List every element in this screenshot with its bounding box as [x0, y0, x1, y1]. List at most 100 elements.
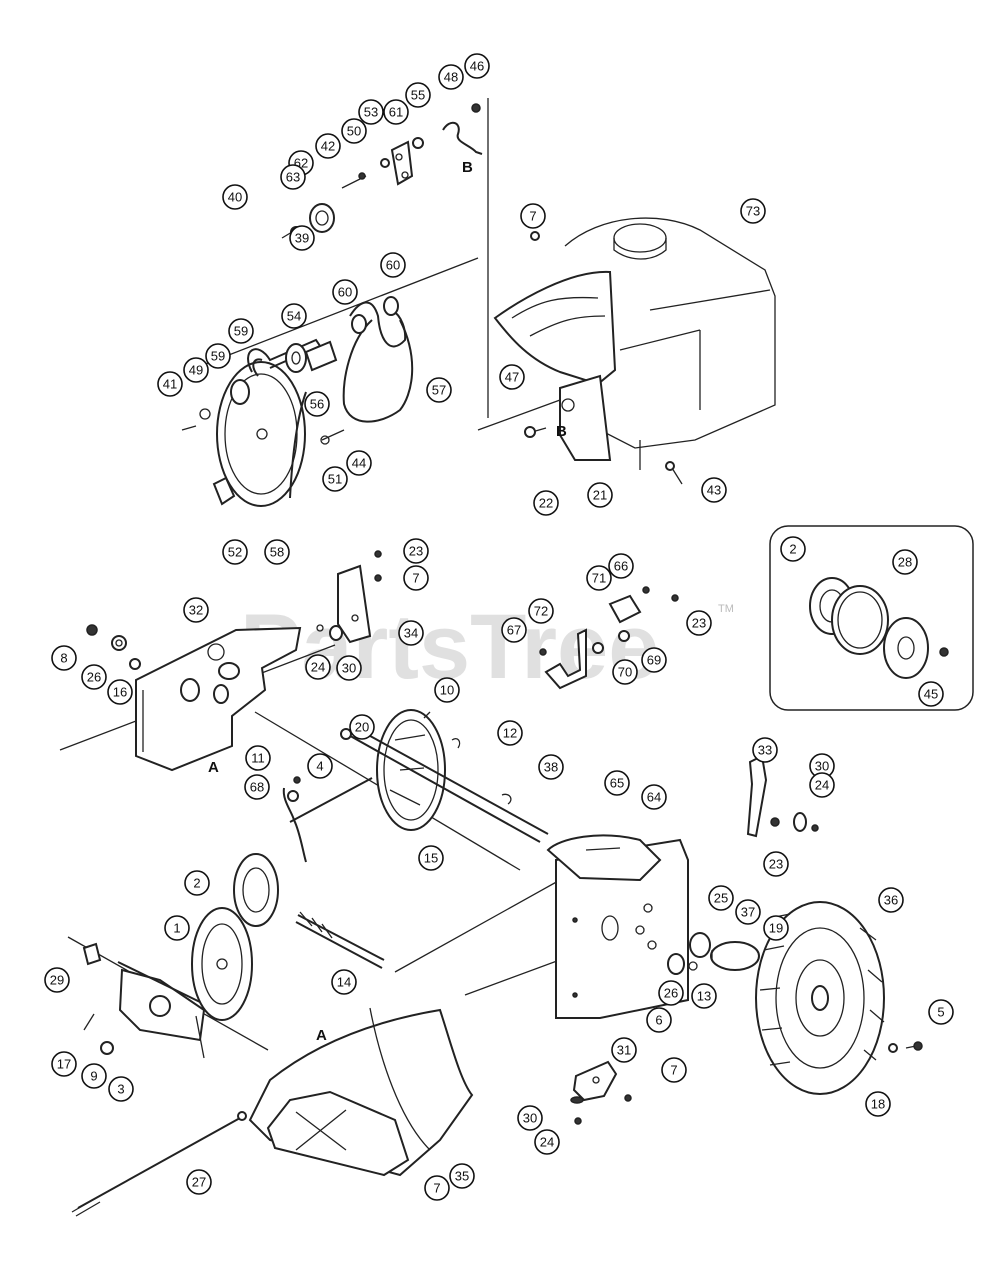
- callout-circle: [51, 645, 77, 671]
- callout-circle: [497, 720, 523, 746]
- belt-pulley-assembly: [181, 296, 414, 507]
- callout-44: 44: [346, 450, 372, 476]
- callout-circle: [611, 1037, 637, 1063]
- callout-circle: [658, 980, 684, 1006]
- callout-53: 53: [358, 99, 384, 125]
- callout-number: 20: [355, 720, 369, 735]
- callout-circle: [108, 1076, 134, 1102]
- callout-circle: [341, 118, 367, 144]
- callout-circle: [608, 553, 634, 579]
- callout-25: 25: [708, 885, 734, 911]
- callout-circle: [349, 714, 375, 740]
- callout-71: 71: [586, 565, 612, 591]
- callout-number: 59: [211, 349, 225, 364]
- section-letter-a-shroud: A: [316, 1027, 327, 1044]
- callout-number: 34: [404, 626, 418, 641]
- callout-60: 60: [380, 252, 406, 278]
- callout-circle: [612, 659, 638, 685]
- callout-circle: [280, 164, 306, 190]
- callout-number: 44: [352, 456, 366, 471]
- callout-circle: [641, 647, 667, 673]
- callout-56: 56: [304, 391, 330, 417]
- callout-number: 26: [664, 986, 678, 1001]
- callout-number: 25: [714, 891, 728, 906]
- callout-circle: [918, 681, 944, 707]
- callout-67: 67: [501, 617, 527, 643]
- callout-number: 65: [610, 776, 624, 791]
- inset-callout-2: 2: [780, 536, 806, 562]
- callout-number: 35: [455, 1169, 469, 1184]
- callout-65: 65: [604, 770, 630, 796]
- callout-circle: [426, 377, 452, 403]
- callout-29: 29: [44, 967, 70, 993]
- callout-circle: [264, 539, 290, 565]
- callout-number: 32: [189, 603, 203, 618]
- callout-number: 56: [310, 397, 324, 412]
- callout-64: 64: [641, 784, 667, 810]
- callout-circle: [735, 899, 761, 925]
- callout-7: 7: [403, 565, 429, 591]
- callout-circle: [183, 597, 209, 623]
- callout-circle: [534, 1129, 560, 1155]
- callout-1: 1: [164, 915, 190, 941]
- callout-circle: [81, 1063, 107, 1089]
- callout-11: 11: [245, 745, 271, 771]
- callout-number: 29: [50, 973, 64, 988]
- callout-number: 51: [328, 472, 342, 487]
- callout-number: 7: [412, 571, 419, 586]
- callout-number: 68: [250, 780, 264, 795]
- callout-number: 37: [741, 905, 755, 920]
- callout-circle: [780, 536, 806, 562]
- callout-number: 70: [618, 665, 632, 680]
- callout-circle: [186, 1169, 212, 1195]
- callout-number: 13: [697, 989, 711, 1004]
- callout-circle: [763, 915, 789, 941]
- callout-33: 33: [752, 737, 778, 763]
- callout-number: 30: [523, 1111, 537, 1126]
- callout-5: 5: [928, 999, 954, 1025]
- callout-circle: [305, 654, 331, 680]
- callout-8: 8: [51, 645, 77, 671]
- callout-circle: [928, 999, 954, 1025]
- callout-28: 28: [892, 549, 918, 575]
- callout-31: 31: [611, 1037, 637, 1063]
- callout-circle: [222, 539, 248, 565]
- callout-number: 23: [409, 544, 423, 559]
- callout-number: 7: [529, 209, 536, 224]
- callout-39: 39: [289, 225, 315, 251]
- callout-circle: [520, 203, 546, 229]
- callout-16: 16: [107, 679, 133, 705]
- callout-47: 47: [499, 364, 525, 390]
- callout-circle: [740, 198, 766, 224]
- callout-circle: [245, 745, 271, 771]
- callout-number: 38: [544, 760, 558, 775]
- callout-30: 30: [336, 655, 362, 681]
- callout-circle: [403, 565, 429, 591]
- callout-circle: [164, 915, 190, 941]
- callout-73: 73: [740, 198, 766, 224]
- callout-42: 42: [315, 133, 341, 159]
- callout-number: 8: [60, 651, 67, 666]
- callout-circle: [878, 887, 904, 913]
- callout-51: 51: [322, 466, 348, 492]
- idler-bracket-assembly: B: [281, 103, 483, 239]
- friction-wheel-parts: [82, 853, 279, 1059]
- callout-circle: [434, 677, 460, 703]
- callout-number: 2: [193, 876, 200, 891]
- callout-number: 4: [316, 759, 323, 774]
- callout-number: 45: [924, 687, 938, 702]
- callout-12: 12: [497, 720, 523, 746]
- callout-number: 54: [287, 309, 301, 324]
- callout-number: 43: [707, 483, 721, 498]
- callout-55: 55: [405, 82, 431, 108]
- callout-13: 13: [691, 983, 717, 1009]
- callout-35: 35: [449, 1163, 475, 1189]
- callout-number: 31: [617, 1043, 631, 1058]
- callout-26: 26: [81, 664, 107, 690]
- callout-37: 37: [735, 899, 761, 925]
- callout-50: 50: [341, 118, 367, 144]
- callout-number: 6: [655, 1013, 662, 1028]
